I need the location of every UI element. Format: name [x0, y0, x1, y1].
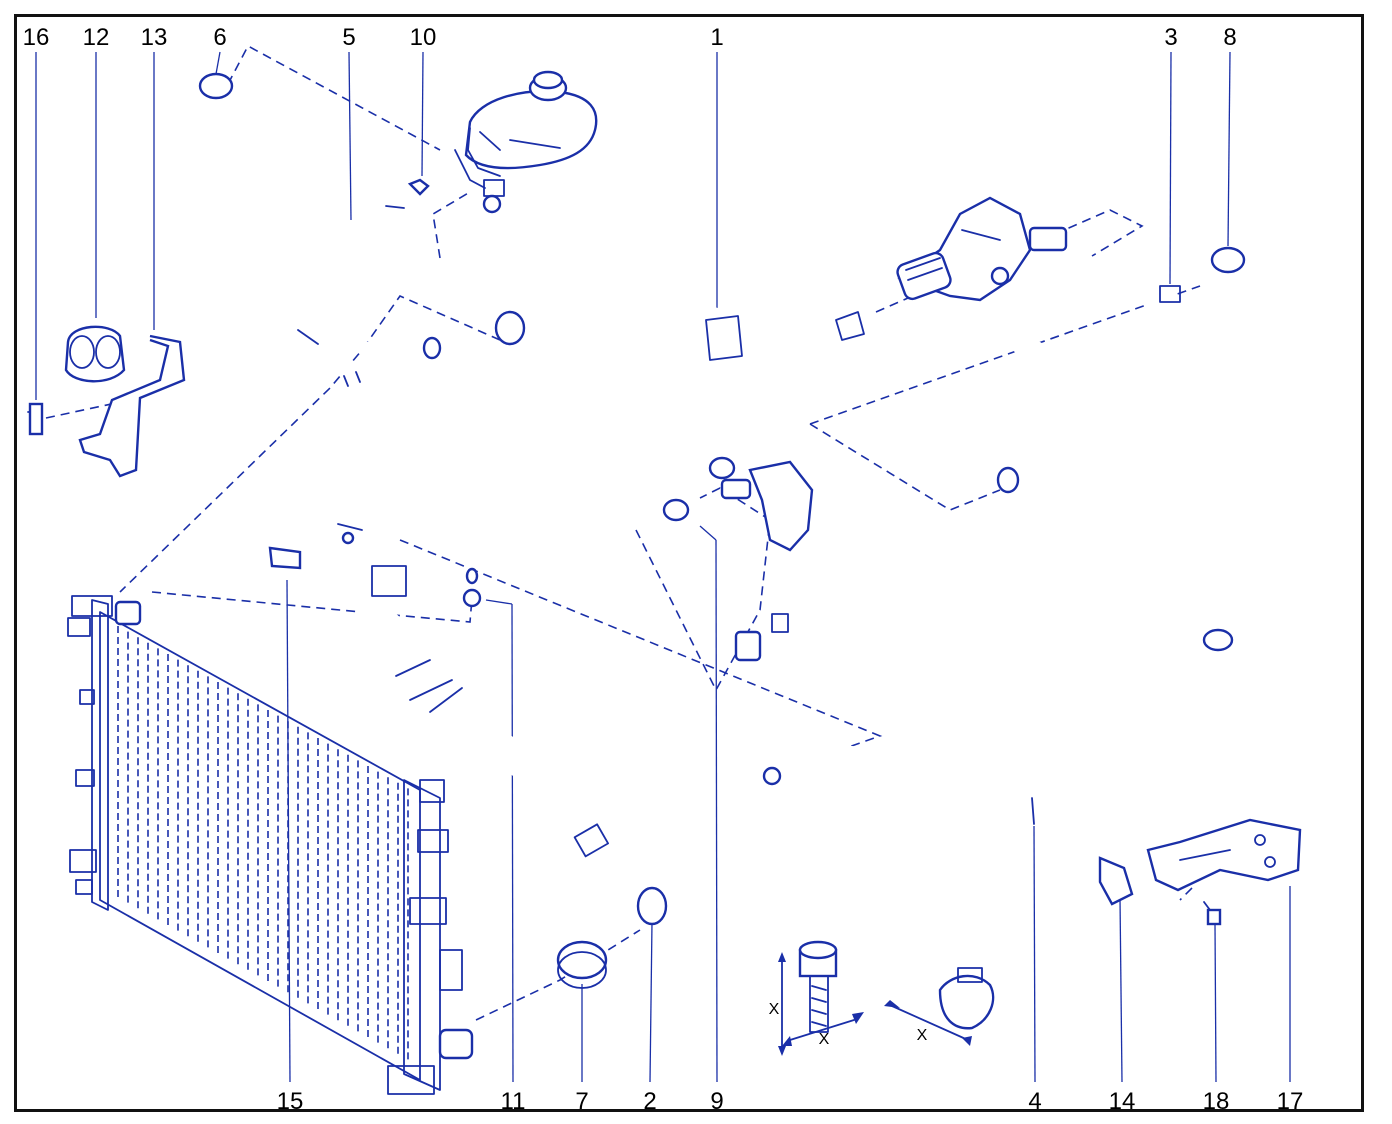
callout-17: 17: [1276, 1088, 1304, 1115]
hose-4-lower-right: [734, 578, 1306, 825]
leader-lines: [35, 51, 1291, 1083]
water-outlet-housing: [662, 456, 814, 662]
callout-13: 13: [140, 24, 168, 51]
sensor-14: [1098, 856, 1134, 906]
callout-18: 18: [1202, 1088, 1230, 1115]
callout-2: 2: [643, 1088, 657, 1115]
bracket-17: [1098, 818, 1302, 926]
callout-10: 10: [409, 24, 437, 51]
hose-1-upper: [492, 277, 865, 399]
clamp-8: [1210, 246, 1246, 274]
callout-9: 9: [710, 1088, 724, 1115]
clamp-7: [556, 940, 608, 980]
clip-11: [462, 588, 482, 608]
callout-12: 12: [82, 24, 110, 51]
diagram-frame: [14, 14, 1364, 1112]
callout-8: 8: [1223, 24, 1237, 51]
callout-7: 7: [575, 1088, 589, 1115]
callout-15: 15: [276, 1088, 304, 1115]
hose-2-lower: [353, 565, 694, 926]
callout-5: 5: [342, 24, 356, 51]
callout-4: 4: [1028, 1088, 1042, 1115]
clamps: [198, 72, 1246, 989]
callout-11: 11: [500, 1088, 526, 1115]
clip-dimension-detail: [884, 967, 995, 1046]
callout-3: 3: [1164, 24, 1178, 51]
thermostat-housing: [896, 196, 1068, 302]
expansion-tank: [385, 70, 598, 214]
hose-3-right: [996, 285, 1181, 499]
callout-1: 1: [710, 24, 724, 51]
dimension-x-label-bolt-diameter: X: [818, 1031, 830, 1048]
dimension-x-label-bolt-height: X: [768, 1001, 780, 1018]
dimension-x-label-clip: X: [916, 1027, 928, 1044]
hose-5-thin: [323, 201, 510, 585]
radiator: [67, 595, 474, 1095]
bolt-dimension-detail: [778, 940, 864, 1056]
callout-6: 6: [213, 24, 227, 51]
hose-6-upper: [157, 113, 449, 677]
callout-14: 14: [1108, 1088, 1136, 1115]
clamp-7-back: [557, 951, 607, 989]
callout-16: 16: [22, 24, 50, 51]
clamp-6: [198, 72, 234, 100]
bracket-12-13: [27, 325, 186, 478]
bolt-18: [1206, 908, 1222, 926]
clamp-15: [268, 546, 302, 570]
assembly-dashed-lines: [45, 44, 1201, 1021]
